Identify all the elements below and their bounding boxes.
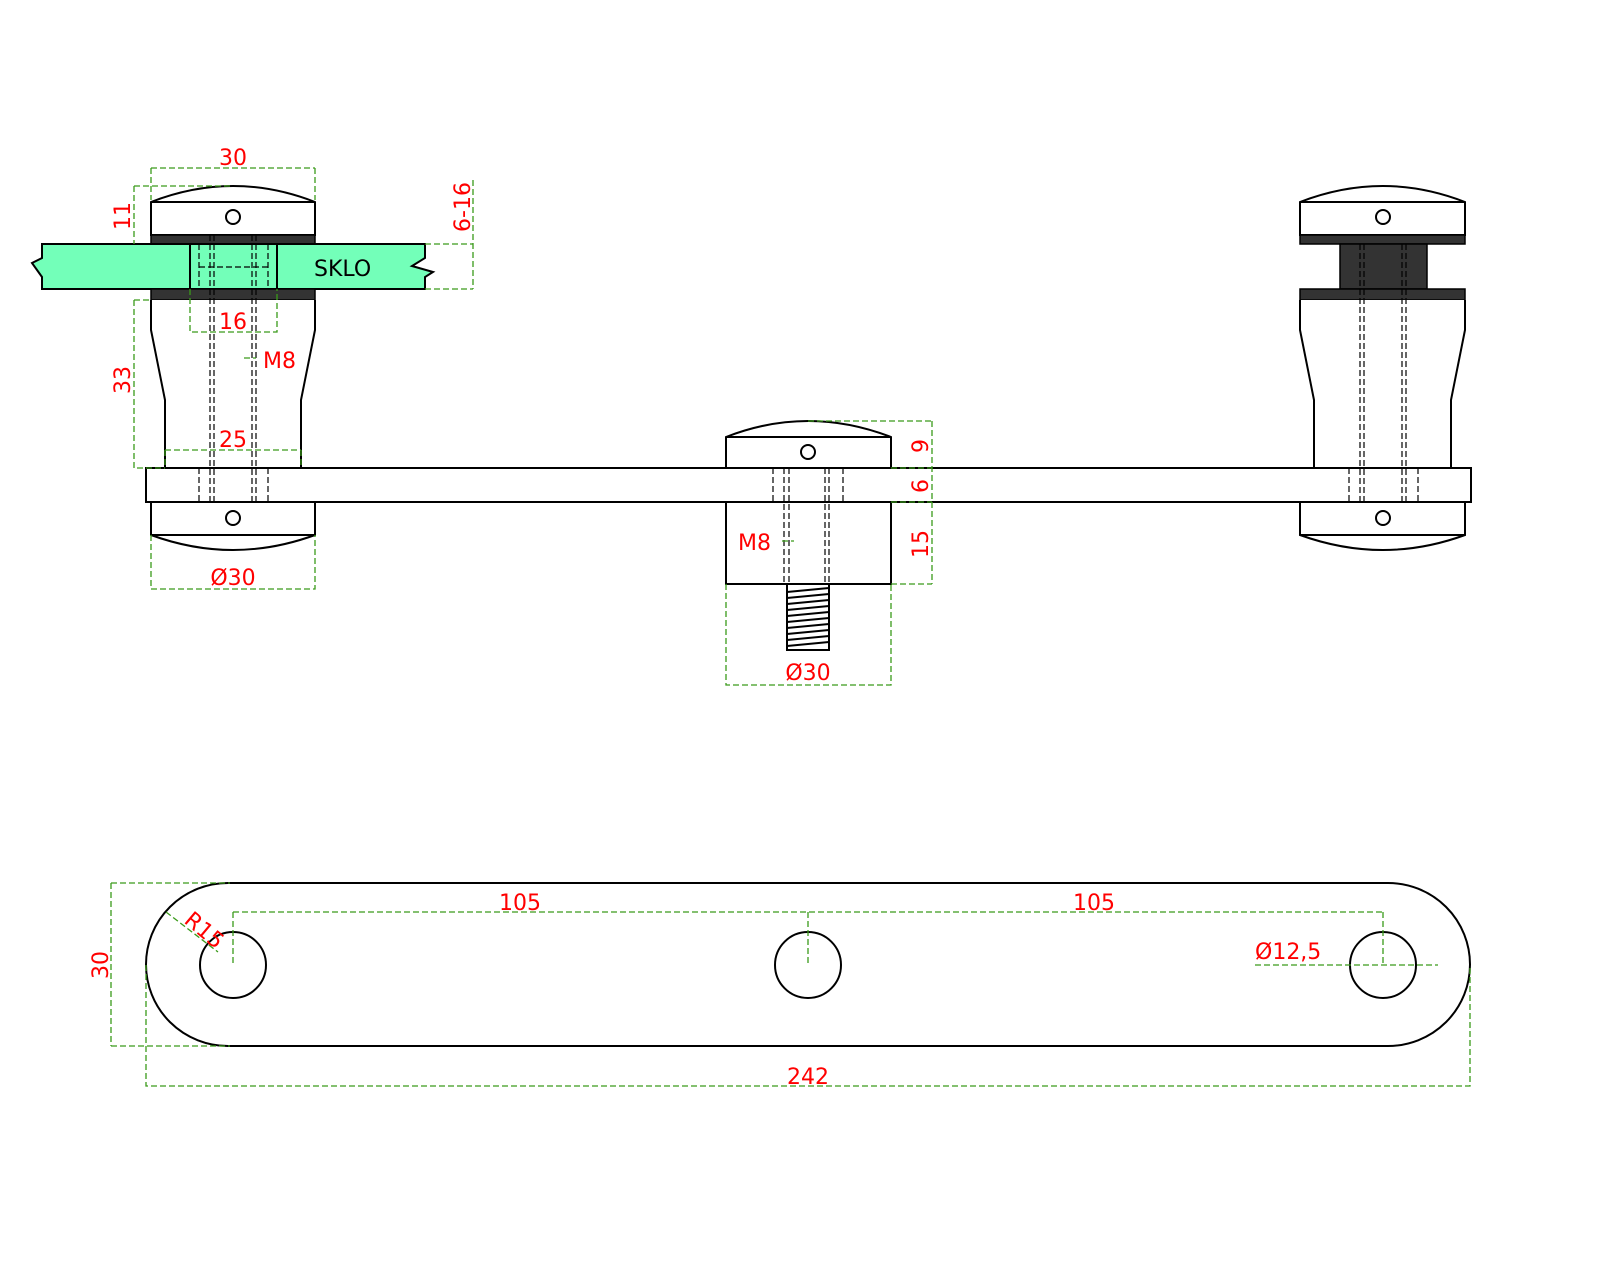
left-glass-clamp bbox=[30, 185, 436, 551]
dim-spacing-right: 105 bbox=[1073, 891, 1115, 916]
right-glass-clamp bbox=[1299, 185, 1466, 551]
dim-mid-block-height: 15 bbox=[909, 530, 934, 558]
glass-label: SKLO bbox=[314, 257, 371, 282]
spider-arm-side bbox=[145, 467, 1472, 503]
dim-left-bottom-dia: Ø30 bbox=[210, 566, 255, 591]
dim-hole-dia: Ø12,5 bbox=[1255, 940, 1321, 965]
dimension-lines bbox=[133, 167, 933, 686]
dim-plate-width: 30 bbox=[89, 951, 114, 979]
dim-total-length: 242 bbox=[787, 1065, 829, 1090]
middle-fixing bbox=[725, 420, 892, 651]
dim-spacing-left: 105 bbox=[499, 891, 541, 916]
dim-mid-cap-height: 9 bbox=[909, 439, 934, 453]
dim-mid-dia: Ø30 bbox=[785, 661, 830, 686]
dim-left-body-height: 33 bbox=[111, 366, 136, 394]
dim-glass-thickness: 6-16 bbox=[451, 182, 476, 232]
threaded-stud bbox=[786, 583, 830, 651]
dim-plate-radius: R15 bbox=[179, 907, 228, 954]
dim-glass-hole: 16 bbox=[219, 310, 247, 335]
dim-left-width: 30 bbox=[219, 146, 247, 171]
plan-dimension-lines bbox=[110, 882, 1471, 1087]
glass-panel bbox=[30, 243, 436, 290]
dim-left-thread: M8 bbox=[263, 349, 296, 374]
dim-bar-thickness: 6 bbox=[909, 479, 934, 493]
dim-left-cap-height: 11 bbox=[111, 202, 136, 230]
dim-left-body-width: 25 bbox=[219, 428, 247, 453]
dim-mid-thread: M8 bbox=[738, 531, 771, 556]
